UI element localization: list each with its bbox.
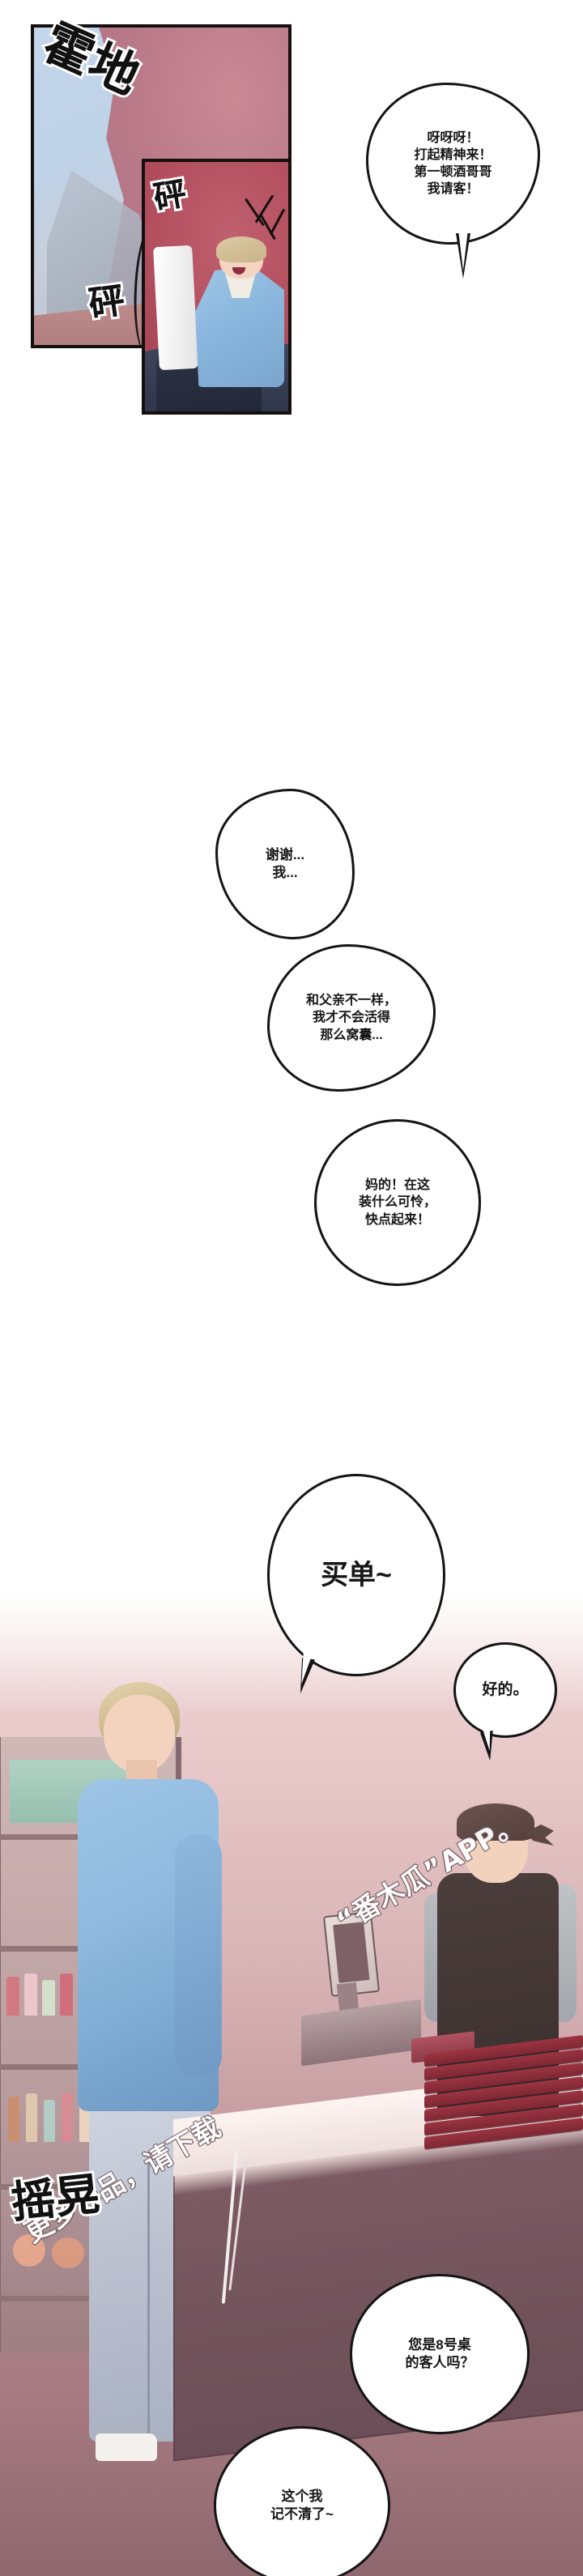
customer-leg-seam bbox=[147, 2158, 150, 2433]
bubble-thanks-text: 谢谢... 我... bbox=[265, 846, 305, 880]
pos-terminal-base bbox=[301, 1999, 421, 2067]
bubble-not-like-father-text: 和父亲不一样， 我才不会活得 那么窝囊... bbox=[305, 994, 397, 1042]
produce-item bbox=[13, 2234, 45, 2267]
menu-stack bbox=[424, 2034, 583, 2152]
customer-arm bbox=[175, 1834, 222, 2077]
bubble-ok-text: 好的。 bbox=[482, 1681, 529, 1699]
produce-item bbox=[52, 2238, 84, 2268]
bottle bbox=[24, 1974, 37, 2016]
bubble-check-please-text: 买单~ bbox=[321, 1559, 392, 1590]
bubble-table-eight: 您是8号桌 的客人吗？ bbox=[350, 2274, 530, 2434]
panel2-paper bbox=[153, 245, 198, 371]
bubble-get-up-text: 妈的！在这 装什么可怜， 快点起来！ bbox=[358, 1178, 436, 1227]
comic-panel-2 bbox=[142, 159, 292, 415]
bubble-check-please: 买单~ bbox=[267, 1474, 445, 1676]
bubble-cheer-up-tail-fill bbox=[458, 230, 468, 270]
shelf-frame-left bbox=[0, 1737, 1, 2352]
sfx-yao-huang-fill: 摇晃 bbox=[8, 2168, 103, 2229]
bubble-cheer-up-text: 呀呀呀！ 打起精神来！ 第一顿酒哥哥 我请客！ bbox=[414, 130, 492, 197]
bottle bbox=[6, 1977, 19, 2016]
bubble-get-up: 妈的！在这 装什么可怜， 快点起来！ bbox=[314, 1119, 481, 1286]
bottle bbox=[8, 2097, 19, 2142]
bubble-not-like-father: 和父亲不一样， 我才不会活得 那么窝囊... bbox=[267, 944, 436, 1092]
bubble-thanks: 谢谢... 我... bbox=[215, 789, 355, 939]
bubble-dont-remember-text: 这个我 记不清了~ bbox=[270, 2488, 334, 2522]
customer-shoe bbox=[96, 2433, 157, 2461]
cashier-bandana bbox=[457, 1803, 534, 1841]
bottle bbox=[60, 1974, 73, 2016]
shelf-row bbox=[0, 2184, 172, 2190]
bottle bbox=[44, 2100, 55, 2142]
sfx-peng-outside-fill: 砰 bbox=[86, 279, 129, 326]
bottle bbox=[26, 2093, 37, 2142]
bubble-table-eight-text: 您是8号桌 的客人吗？ bbox=[405, 2336, 474, 2370]
panel2-hair bbox=[216, 236, 266, 262]
panel2-mouth bbox=[232, 267, 245, 275]
bottle bbox=[62, 2093, 73, 2142]
sfx-peng-panel2-fill: 砰 bbox=[151, 174, 190, 218]
bottle bbox=[42, 1980, 55, 2016]
shelf-row bbox=[0, 2296, 172, 2301]
bubble-cheer-up: 呀呀呀！ 打起精神来！ 第一顿酒哥哥 我请客！ bbox=[366, 83, 540, 245]
bubble-dont-remember: 这个我 记不清了~ bbox=[214, 2426, 390, 2576]
bubble-ok: 好的。 bbox=[453, 1642, 557, 1738]
